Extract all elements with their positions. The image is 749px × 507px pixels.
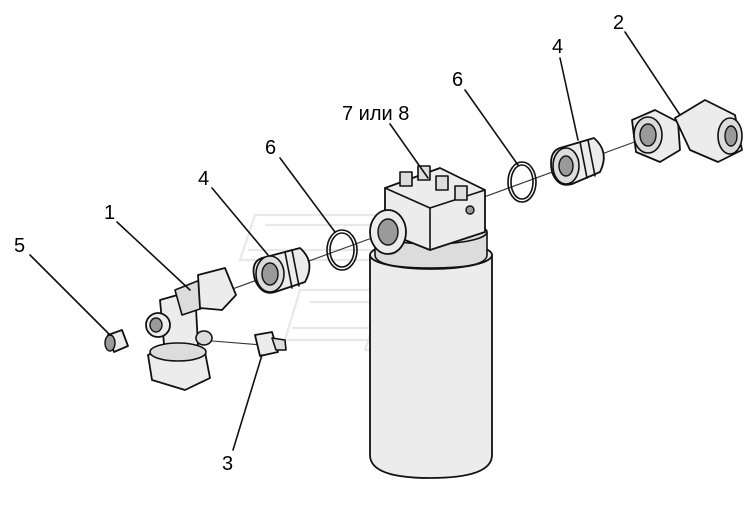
label-part-3: 3: [222, 453, 233, 475]
part-4-left-adapter: [252, 247, 311, 294]
elbow-nut: [197, 267, 237, 311]
fitting-2-bore: [639, 123, 657, 147]
label-part-6-right: 6: [452, 69, 463, 91]
oring-right-outer: [507, 161, 537, 203]
oring-right-inner: [510, 164, 534, 200]
label-part-2: 2: [613, 12, 624, 34]
part-6-right-oring: [507, 161, 537, 203]
leader-lines: [29, 31, 681, 451]
filter-bolt-hole: [465, 205, 475, 215]
filter-head-boss-1: [399, 171, 413, 187]
adapter-right-bore: [558, 155, 574, 177]
label-part-7-or-8: 7 или 8: [342, 103, 409, 125]
elbow-bottom-face: [149, 342, 207, 362]
part-2-angle-fitting: [631, 99, 743, 163]
leader-2: [624, 31, 681, 116]
plug-face: [104, 334, 116, 352]
leader-4-right: [559, 57, 579, 141]
elbow-side-bore: [149, 317, 163, 333]
fitting-2-end-bore: [724, 125, 738, 147]
label-part-6-left: 6: [265, 137, 276, 159]
label-part-1: 1: [104, 202, 115, 224]
part-5-plug: [104, 329, 129, 353]
part-1-elbow-fitting: [145, 267, 237, 391]
part-4-right-adapter: [550, 137, 605, 186]
part-3-nipple: [254, 331, 287, 357]
leader-1: [116, 221, 191, 291]
filter-inlet-bore: [377, 218, 399, 246]
leader-6-left: [279, 157, 336, 233]
filter-assembly: [369, 165, 493, 479]
label-part-4-left: 4: [198, 168, 209, 190]
leader-7-8: [389, 123, 429, 179]
adapter-left-thread: [284, 249, 300, 289]
oring-left-outer: [326, 229, 358, 271]
adapter-right-thread: [579, 139, 596, 179]
filter-canister: [369, 254, 493, 479]
leader-3: [232, 354, 263, 451]
leader-6-right: [464, 89, 519, 166]
filter-head-boss-3: [435, 175, 449, 191]
leader-4-left: [211, 187, 269, 256]
label-part-4-right: 4: [552, 36, 563, 58]
adapter-left-bore: [261, 262, 279, 286]
nipple-shank: [271, 337, 287, 351]
part-6-left-oring: [326, 229, 358, 271]
part-labels: 1 2 3 4 4 5 6 6 7 или 8: [14, 12, 624, 475]
oring-left-inner: [329, 232, 355, 268]
leader-5: [29, 254, 111, 336]
label-part-5: 5: [14, 235, 25, 257]
filter-head-boss-4: [454, 185, 468, 201]
elbow-lower-port: [195, 330, 213, 346]
